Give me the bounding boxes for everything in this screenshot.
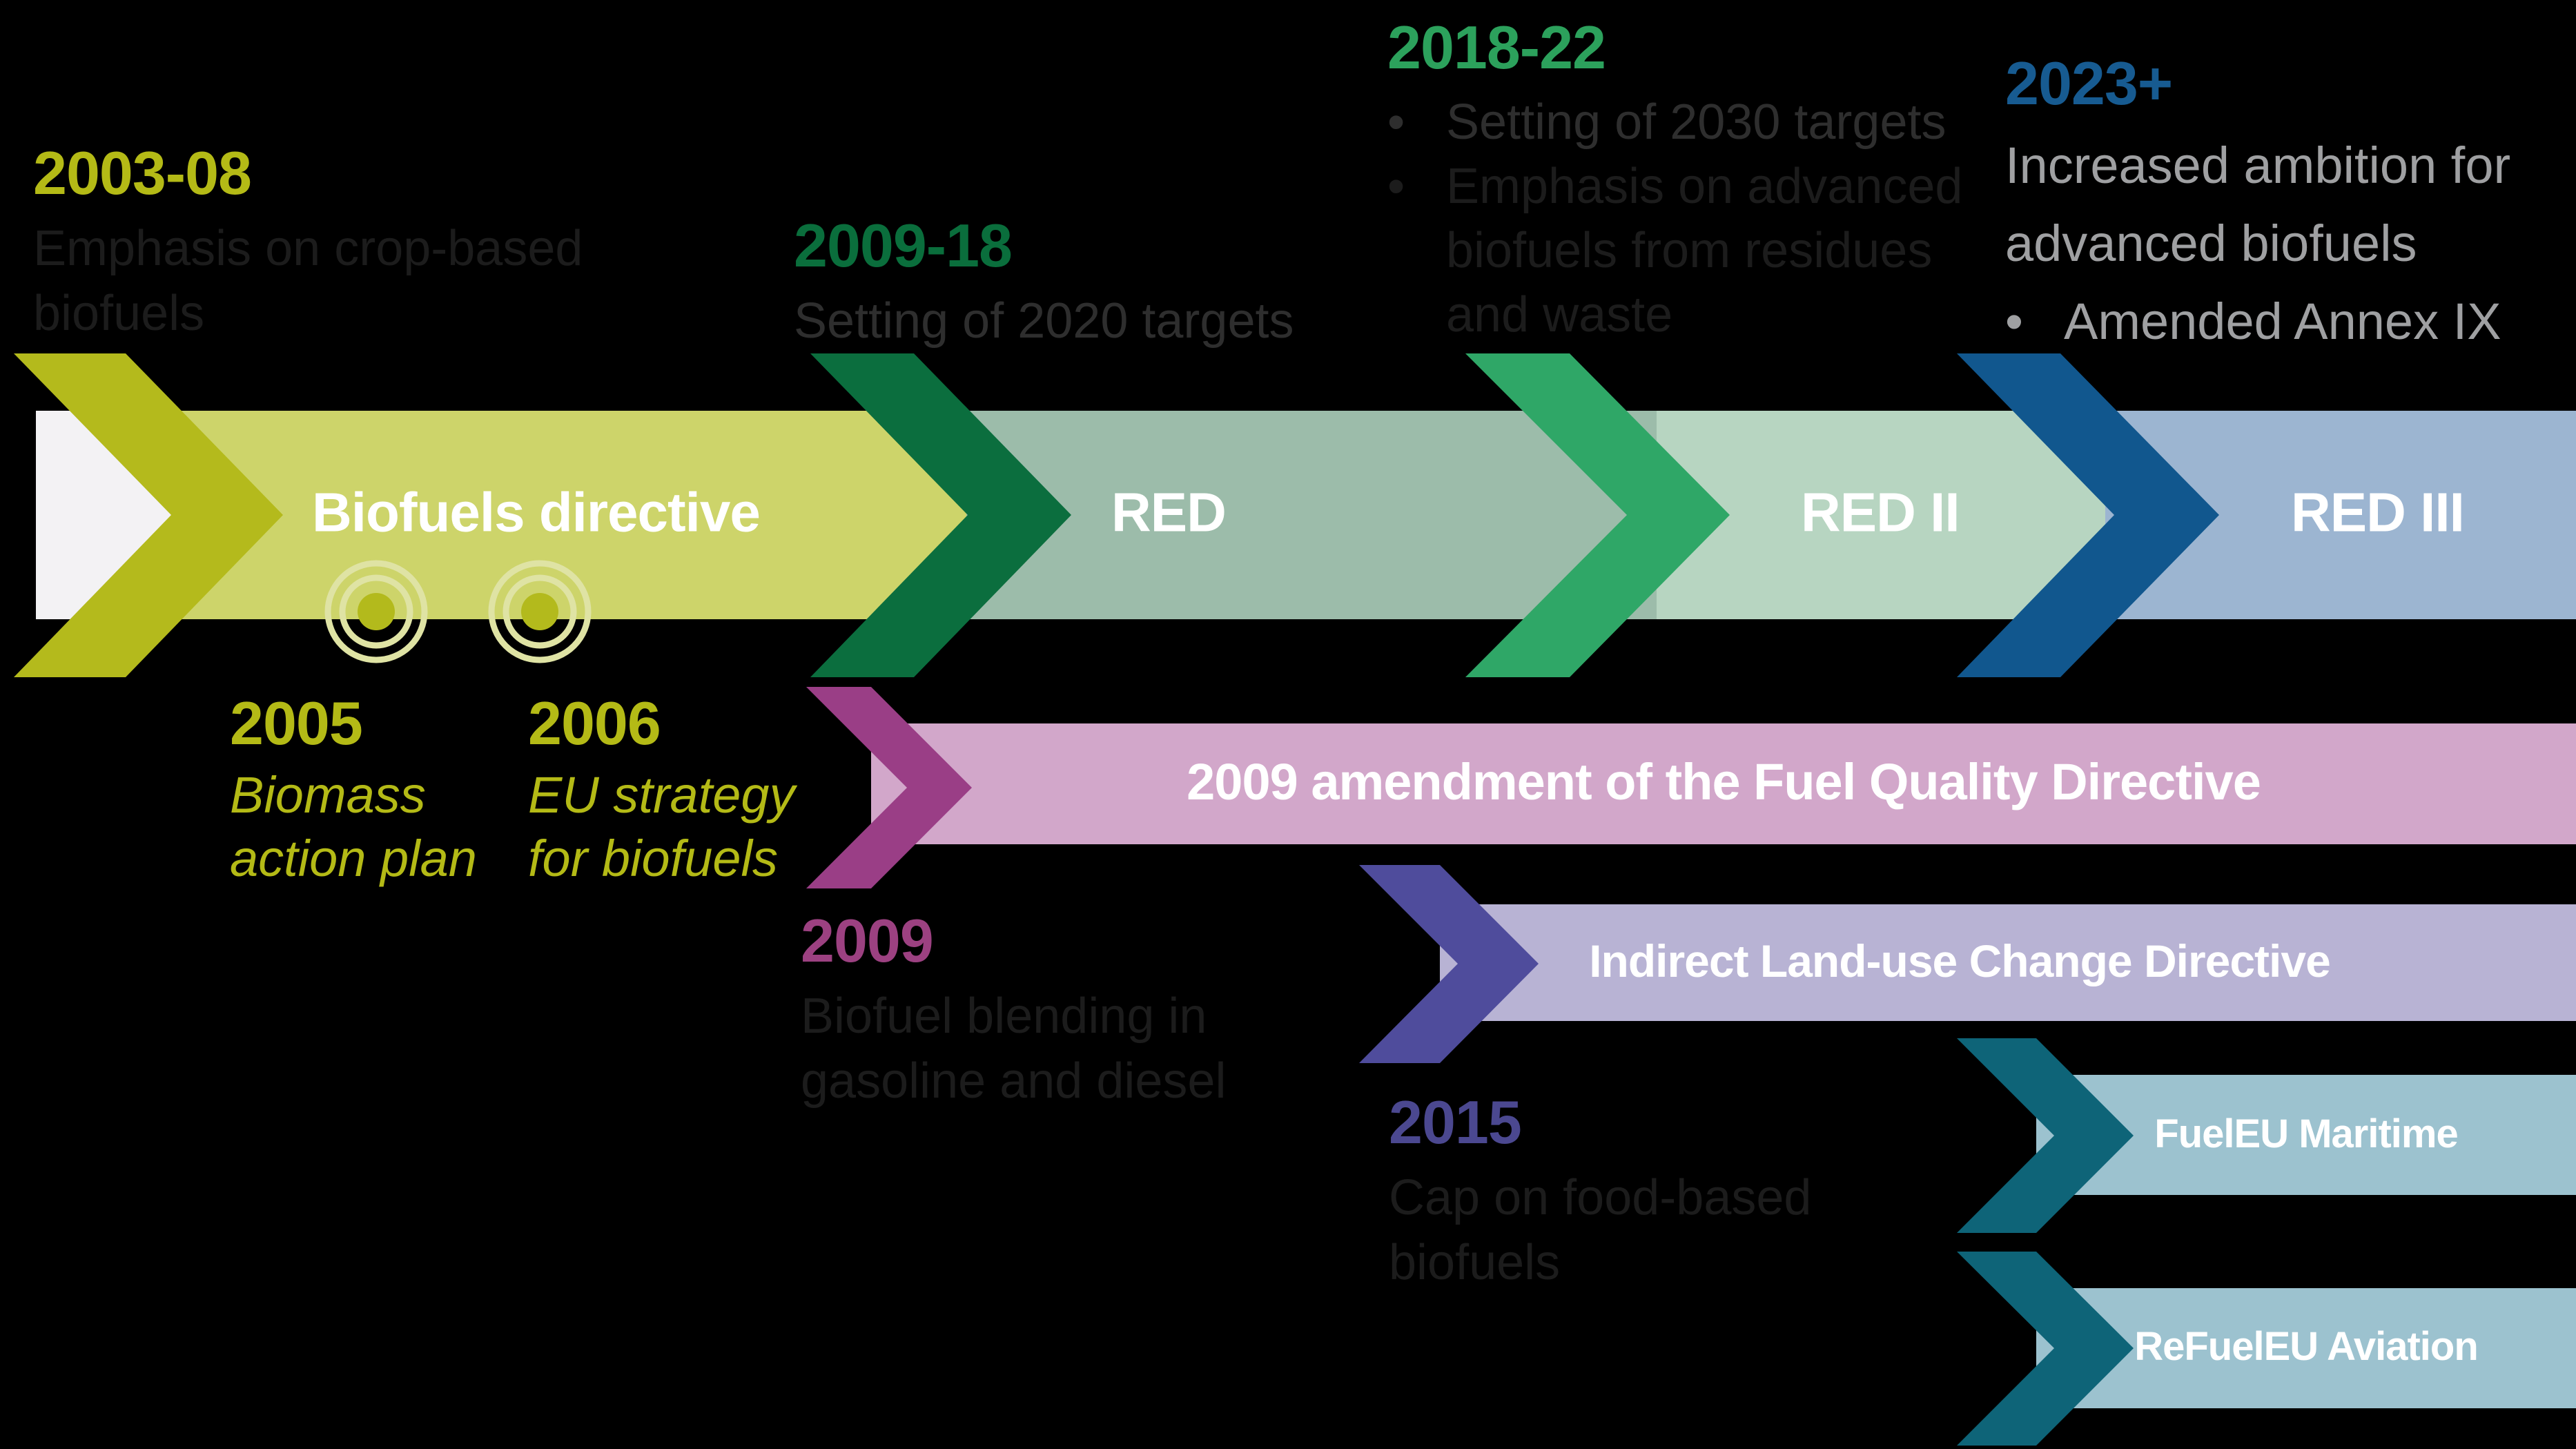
- period-label: 2009-18: [794, 211, 1013, 280]
- note-body: Biomass action plan: [230, 764, 477, 891]
- chevron-iluc-icon: [1359, 865, 1539, 1063]
- note-line: Biofuel blending in: [801, 989, 1207, 1044]
- note-bullets: • Amended Annex IX: [2005, 282, 2510, 360]
- band-fuel-quality-directive: [871, 723, 2576, 844]
- ripple-outer-ring-icon: [488, 560, 592, 663]
- note-2023-plus: 2023+ Increased ambition for advanced bi…: [2005, 53, 2510, 360]
- chevron-refueleu-aviation-icon: [1957, 1252, 2134, 1446]
- chevron-fuel-quality-icon: [806, 687, 972, 888]
- bullet-icon: •: [1387, 95, 1405, 150]
- label-fuel-quality-directive: 2009 amendment of the Fuel Quality Direc…: [1187, 753, 2261, 811]
- chevron-red-iii-icon: [1957, 353, 2219, 677]
- note-body: Setting of 2020 targets: [794, 289, 1294, 353]
- note-2009: 2009 Biofuel blending in gasoline and di…: [801, 911, 1226, 1114]
- note-line: Amended Annex IX: [2064, 293, 2501, 350]
- note-line: Increased ambition for: [2005, 137, 2511, 194]
- label-red-ii: RED II: [1801, 481, 1960, 543]
- note-2009-18: 2009-18 Setting of 2020 targets: [794, 215, 1294, 353]
- year-label: 2009: [801, 906, 934, 975]
- note-body: Emphasis on crop-based biofuels: [33, 216, 583, 346]
- ripple-dot-icon: [358, 593, 395, 630]
- note-2006: 2006 EU strategy for biofuels: [528, 693, 795, 891]
- bullet-item: • Emphasis on advanced biofuels from res…: [1387, 155, 1962, 347]
- band-red-ii: [1657, 411, 2105, 619]
- period-label: 2018-22: [1387, 13, 1606, 81]
- period-label: 2003-08: [33, 139, 252, 207]
- label-red-iii: RED III: [2291, 481, 2465, 543]
- note-line: and waste: [1446, 287, 1673, 342]
- ripple-inner-ring-icon: [339, 574, 413, 649]
- ripple-inner-ring-icon: [502, 574, 577, 649]
- year-label: 2015: [1389, 1088, 1522, 1156]
- note-body: Increased ambition for advanced biofuels: [2005, 126, 2510, 282]
- chevron-fueleu-maritime-icon: [1957, 1038, 2134, 1233]
- label-refueleu-aviation: ReFuelEU Aviation: [2134, 1323, 2479, 1369]
- bullet-icon: •: [2005, 293, 2023, 350]
- note-body: Biofuel blending in gasoline and diesel: [801, 984, 1226, 1114]
- event-marker-2005: [324, 560, 428, 663]
- bullet-item: • Amended Annex IX: [2005, 282, 2510, 360]
- year-label: 2006: [528, 689, 661, 757]
- note-line: advanced biofuels: [2005, 215, 2417, 272]
- band-red: [966, 411, 1657, 619]
- note-2003-08: 2003-08 Emphasis on crop-based biofuels: [33, 143, 583, 346]
- note-multiline: Emphasis on advanced biofuels from resid…: [1446, 155, 1962, 347]
- note-line: Biomass: [230, 766, 426, 824]
- label-fueleu-maritime: FuelEU Maritime: [2154, 1111, 2458, 1156]
- note-body: Cap on food-based biofuels: [1389, 1165, 1811, 1295]
- note-line: gasoline and diesel: [801, 1053, 1227, 1109]
- chevron-red-ii-icon: [1465, 353, 1730, 677]
- year-label: 2005: [230, 689, 363, 757]
- bullet-icon: •: [1387, 159, 1405, 214]
- label-biofuels-directive: Biofuels directive: [312, 481, 761, 543]
- note-line: Cap on food-based: [1389, 1170, 1812, 1225]
- note-line: action plan: [230, 830, 477, 887]
- note-line: EU strategy: [528, 766, 795, 824]
- note-line: biofuels: [1389, 1235, 1561, 1290]
- chevron-red-icon: [810, 353, 1071, 677]
- note-2018-22: 2018-22 • Setting of 2030 targets • Emph…: [1387, 17, 1962, 347]
- note-line: Emphasis on advanced: [1446, 159, 1963, 214]
- chevron-biofuels-icon: [14, 353, 283, 677]
- bullet-item: • Setting of 2030 targets: [1387, 90, 1962, 155]
- label-red: RED: [1111, 481, 1227, 543]
- event-marker-2006: [488, 560, 592, 663]
- note-2005: 2005 Biomass action plan: [230, 693, 477, 891]
- note-line: Setting of 2020 targets: [794, 293, 1294, 349]
- label-iluc-directive: Indirect Land-use Change Directive: [1589, 935, 2331, 986]
- note-line: Setting of 2030 targets: [1446, 95, 1946, 150]
- note-body: EU strategy for biofuels: [528, 764, 795, 891]
- ripple-outer-ring-icon: [324, 560, 428, 663]
- ripple-dot-icon: [521, 593, 558, 630]
- note-line: biofuels: [33, 286, 205, 341]
- note-2015: 2015 Cap on food-based biofuels: [1389, 1092, 1811, 1295]
- note-line: Emphasis on crop-based: [33, 221, 583, 276]
- note-line: for biofuels: [528, 830, 778, 887]
- band-iluc-directive: [1440, 904, 2576, 1021]
- note-line: biofuels from residues: [1446, 223, 1933, 278]
- note-body: • Setting of 2030 targets • Emphasis on …: [1387, 90, 1962, 347]
- period-label: 2023+: [2005, 49, 2173, 117]
